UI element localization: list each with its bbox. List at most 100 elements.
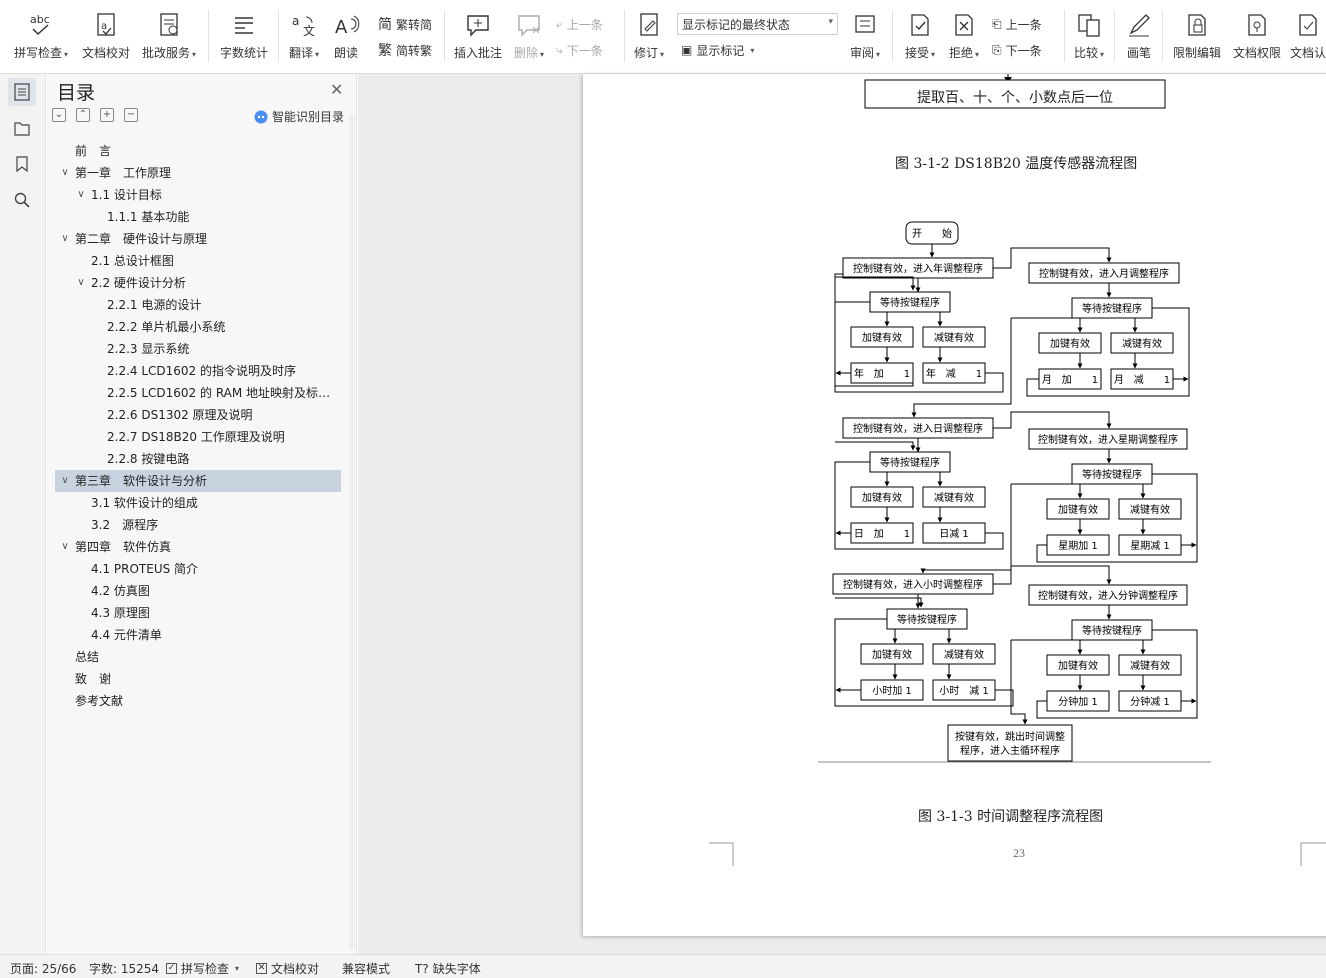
- toc-item[interactable]: 1.1.1 基本功能: [107, 210, 190, 224]
- toc-item[interactable]: ∨第二章 硬件设计与原理: [55, 228, 341, 250]
- flow-wait-node: 等待按键程序: [1082, 624, 1142, 637]
- toc-scrollbar[interactable]: [349, 114, 355, 950]
- figure-caption-1: 图 3-1-2 DS18B20 温度传感器流程图: [895, 156, 1138, 172]
- simp-to-trad-button[interactable]: 繁 简转繁: [378, 39, 432, 61]
- next-comment-button[interactable]: ⤷ 下一条: [556, 42, 603, 58]
- flow-week-enter-node: 控制键有效，进入星期调整程序: [1038, 433, 1178, 446]
- accept-button[interactable]: 接受▾: [900, 10, 940, 66]
- toc-item[interactable]: 4.2 仿真图: [91, 584, 150, 598]
- flow-sub-valid-node: 减键有效: [944, 648, 984, 661]
- chevron-down-icon[interactable]: ∨: [77, 277, 85, 288]
- toc-item[interactable]: 2.2.6 DS1302 原理及说明: [107, 408, 253, 422]
- read-aloud-button[interactable]: A 朗读: [330, 10, 362, 66]
- trad-to-simp-button[interactable]: 简 繁转简: [378, 13, 432, 35]
- compare-button[interactable]: 比较▾: [1070, 10, 1108, 66]
- revise-button[interactable]: 修订▾: [630, 10, 668, 66]
- status-bar: 页面: 25/66 字数: 15254 ✓ 拼写检查▾ ✕ 文档校对 兼容模式 …: [0, 954, 1326, 978]
- prev-figure-box-text: 提取百、十、个、小数点后一位: [917, 90, 1113, 106]
- proofread-status[interactable]: ✕ 文档校对: [256, 962, 320, 976]
- toc-item[interactable]: 参考文献: [75, 694, 124, 708]
- toc-item[interactable]: 3.2 源程序: [91, 518, 159, 532]
- chevron-down-icon[interactable]: ∨: [61, 233, 69, 244]
- delete-comment-button[interactable]: 删除▾: [510, 10, 548, 66]
- reject-button[interactable]: 拒绝▾: [944, 10, 984, 66]
- review-button[interactable]: 审阅▾: [846, 10, 884, 66]
- document-area: 提取百、十、个、小数点后一位 图 3-1-2 DS18B20 温度传感器流程图: [358, 74, 1326, 954]
- chevron-down-icon[interactable]: ∨: [61, 475, 69, 486]
- toc-item[interactable]: 2.2.1 电源的设计: [107, 298, 202, 312]
- ribbon-separator: [278, 10, 279, 62]
- restrict-edit-button[interactable]: 限制编辑: [1170, 10, 1224, 66]
- spell-check-button[interactable]: abc 拼写检查▾: [12, 10, 70, 66]
- toc-item[interactable]: 致 谢: [75, 672, 112, 686]
- chevron-down-icon[interactable]: ∨: [61, 541, 69, 552]
- structure-panel-button[interactable]: [8, 114, 36, 142]
- word-count-indicator[interactable]: 字数: 15254: [89, 962, 160, 976]
- chevron-down-icon: ▾: [828, 17, 833, 27]
- collapse-all-icon[interactable]: ⌄: [52, 108, 66, 122]
- toc-item[interactable]: ∨1.1 设计目标: [55, 184, 341, 206]
- flow-month-add-node: 月 加 1: [1042, 374, 1098, 386]
- figure-caption-2: 图 3-1-3 时间调整程序流程图: [918, 809, 1104, 825]
- flow-year-add-node: 年 加 1: [854, 367, 910, 380]
- spell-check-status[interactable]: ✓ 拼写检查▾: [166, 962, 240, 976]
- flow-exit-line1: 按键有效，跳出时间调整: [955, 730, 1065, 743]
- doc-proofread-icon: a: [92, 10, 120, 40]
- minus-icon[interactable]: −: [124, 108, 138, 122]
- svg-text:a: a: [101, 21, 107, 32]
- expand-up-icon[interactable]: ⌃: [76, 108, 90, 122]
- toc-item[interactable]: 前 言: [75, 144, 112, 158]
- doc-auth-button[interactable]: 文档认: [1290, 10, 1326, 66]
- toc-item[interactable]: ∨2.2 硬件设计分析: [55, 272, 341, 294]
- bookmark-panel-button[interactable]: [8, 150, 36, 178]
- toc-item-selected[interactable]: ∨第三章 软件设计与分析: [55, 470, 341, 492]
- missing-font-status[interactable]: T? 缺失字体: [415, 961, 481, 977]
- doc-proofread-button[interactable]: a 文档校对: [80, 10, 132, 66]
- flow-hour-add-node: 小时加 1: [872, 685, 912, 697]
- toc-item[interactable]: 4.1 PROTEUS 简介: [91, 562, 199, 576]
- markup-state-select[interactable]: 显示标记的最终状态 ▾: [677, 13, 838, 35]
- doc-permission-button[interactable]: 文档权限: [1230, 10, 1284, 66]
- ribbon-separator: [208, 10, 209, 62]
- smart-toc-button[interactable]: 智能识别目录: [254, 108, 344, 125]
- batch-service-button[interactable]: 批改服务▾: [140, 10, 198, 66]
- plus-icon[interactable]: +: [100, 108, 114, 122]
- toc-item[interactable]: 2.2.5 LCD1602 的 RAM 地址映射及标准字库表: [107, 386, 341, 400]
- toc-panel-button[interactable]: [8, 78, 36, 106]
- toc-item[interactable]: 2.2.3 显示系统: [107, 342, 190, 356]
- pen-button[interactable]: 画笔: [1122, 10, 1156, 66]
- word-count-button[interactable]: 字数统计: [218, 10, 270, 66]
- toc-item[interactable]: 3.1 软件设计的组成: [91, 496, 198, 510]
- chevron-down-icon[interactable]: ∨: [61, 167, 69, 178]
- search-panel-button[interactable]: [8, 186, 36, 214]
- font-icon: T?: [415, 961, 429, 976]
- toc-item[interactable]: 4.4 元件清单: [91, 628, 162, 642]
- toc-item[interactable]: 2.2.2 单片机最小系统: [107, 320, 226, 334]
- flow-week-sub-node: 星期减 1: [1130, 540, 1170, 552]
- chevron-down-icon[interactable]: ∨: [77, 189, 85, 200]
- prev-change-button[interactable]: ⎗ 上一条: [992, 16, 1042, 32]
- toc-item[interactable]: 2.2.8 按键电路: [107, 452, 190, 466]
- insert-comment-button[interactable]: 插入批注: [452, 10, 504, 66]
- toc-item[interactable]: 2.1 总设计框图: [91, 254, 174, 268]
- toc-item[interactable]: 2.2.7 DS18B20 工作原理及说明: [107, 430, 285, 444]
- toc-icon: [14, 83, 30, 101]
- proofread-icon: ✕: [256, 963, 267, 974]
- toc-item[interactable]: ∨第一章 工作原理: [55, 162, 341, 184]
- page-indicator[interactable]: 页面: 25/66: [10, 962, 77, 976]
- toc-item[interactable]: 2.2.4 LCD1602 的指令说明及时序: [107, 364, 297, 378]
- show-markup-button[interactable]: ▣ 显示标记▾: [681, 43, 755, 58]
- ribbon-separator: [1162, 10, 1163, 62]
- flow-sub-valid-node: 减键有效: [1130, 659, 1170, 672]
- toc-item[interactable]: 4.3 原理图: [91, 606, 150, 620]
- flow-sub-valid-node: 减键有效: [934, 331, 974, 344]
- toc-item[interactable]: 总结: [75, 650, 100, 664]
- show-markup-icon: ▣: [681, 43, 693, 57]
- flow-day-enter-node: 控制键有效，进入日调整程序: [853, 422, 983, 435]
- toc-item[interactable]: ∨第四章 软件仿真: [55, 536, 341, 558]
- prev-comment-button[interactable]: ⤶ 上一条: [556, 16, 603, 32]
- next-change-button[interactable]: ⎘ 下一条: [992, 42, 1042, 58]
- prev-comment-icon: ⤶: [556, 16, 563, 31]
- close-icon[interactable]: ✕: [330, 80, 344, 99]
